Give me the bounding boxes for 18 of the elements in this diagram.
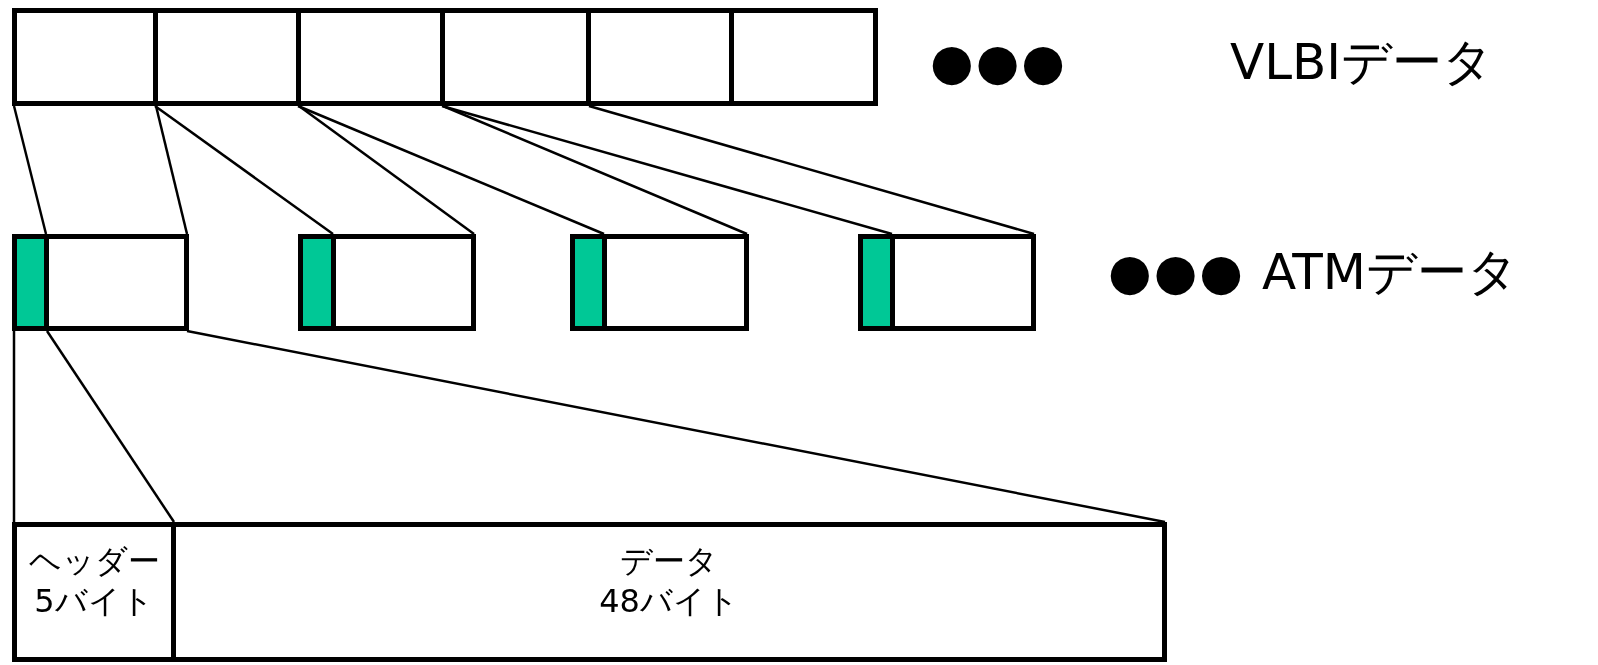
header-size: 5バイト bbox=[34, 581, 154, 621]
expansion-line bbox=[154, 105, 334, 235]
header-label: ヘッダー bbox=[28, 541, 160, 581]
data-label: データ bbox=[620, 541, 718, 581]
expansion-line bbox=[588, 104, 1035, 236]
ellipsis: ●●● bbox=[930, 34, 1067, 90]
expansion-line bbox=[154, 105, 189, 235]
ellipsis: ●●● bbox=[1108, 244, 1245, 300]
expansion-line bbox=[441, 104, 893, 236]
expansion-line bbox=[186, 329, 1166, 524]
data-size: 48バイト bbox=[599, 581, 739, 621]
row-label: VLBIデータ bbox=[1230, 34, 1494, 90]
row-label: ATMデータ bbox=[1262, 244, 1518, 300]
expansion-line bbox=[297, 104, 605, 236]
expansion-line bbox=[45, 330, 176, 523]
expansion-line bbox=[298, 105, 475, 235]
expansion-line bbox=[12, 331, 16, 522]
expansion-line bbox=[12, 105, 48, 235]
